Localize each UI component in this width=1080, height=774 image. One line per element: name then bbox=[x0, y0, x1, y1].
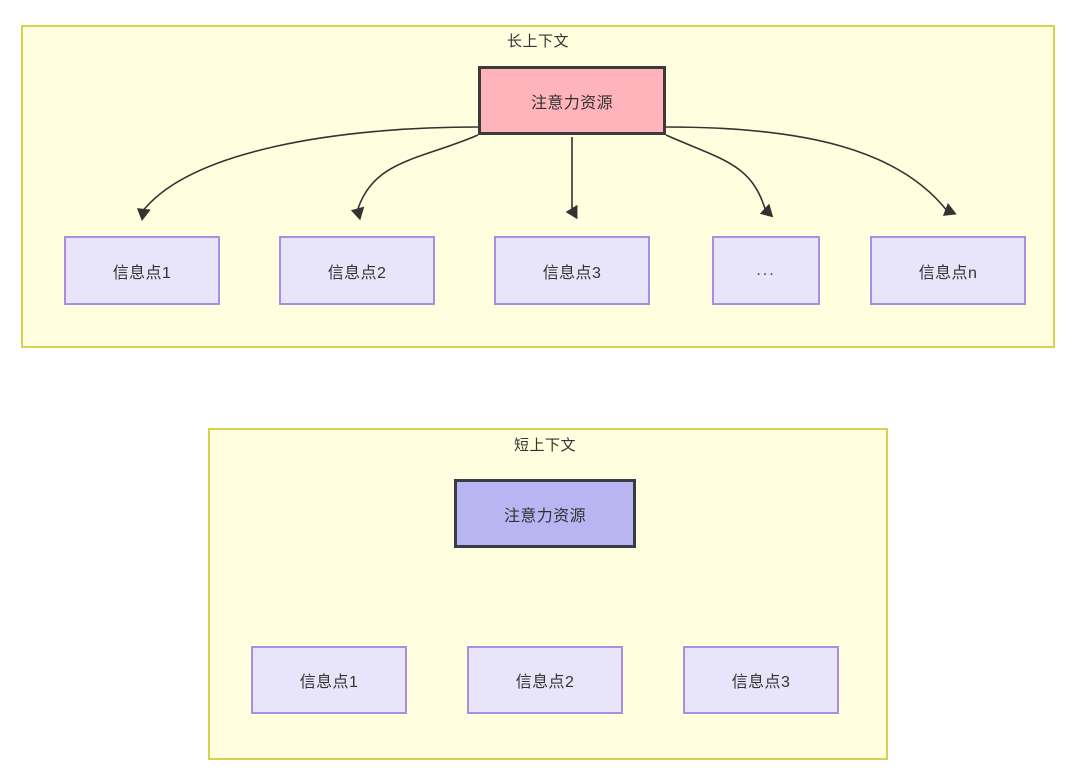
node-info-point-1-long[interactable]: 信息点1 bbox=[64, 236, 220, 305]
node-info-point-2-long[interactable]: 信息点2 bbox=[279, 236, 435, 305]
node-attention-resource-short[interactable]: 注意力资源 bbox=[454, 479, 636, 548]
node-info-point-1-short[interactable]: 信息点1 bbox=[251, 646, 407, 714]
group-short-context-title: 短上下文 bbox=[513, 437, 576, 454]
node-info-point-n-long[interactable]: 信息点n bbox=[870, 236, 1026, 305]
node-info-point-3-long[interactable]: 信息点3 bbox=[494, 236, 650, 305]
group-long-context-title: 长上下文 bbox=[506, 33, 569, 50]
node-info-point-2-short[interactable]: 信息点2 bbox=[467, 646, 623, 714]
node-info-point-ellipsis-long[interactable]: ... bbox=[712, 236, 820, 305]
node-info-point-3-short[interactable]: 信息点3 bbox=[683, 646, 839, 714]
node-attention-resource-long[interactable]: 注意力资源 bbox=[478, 66, 666, 135]
